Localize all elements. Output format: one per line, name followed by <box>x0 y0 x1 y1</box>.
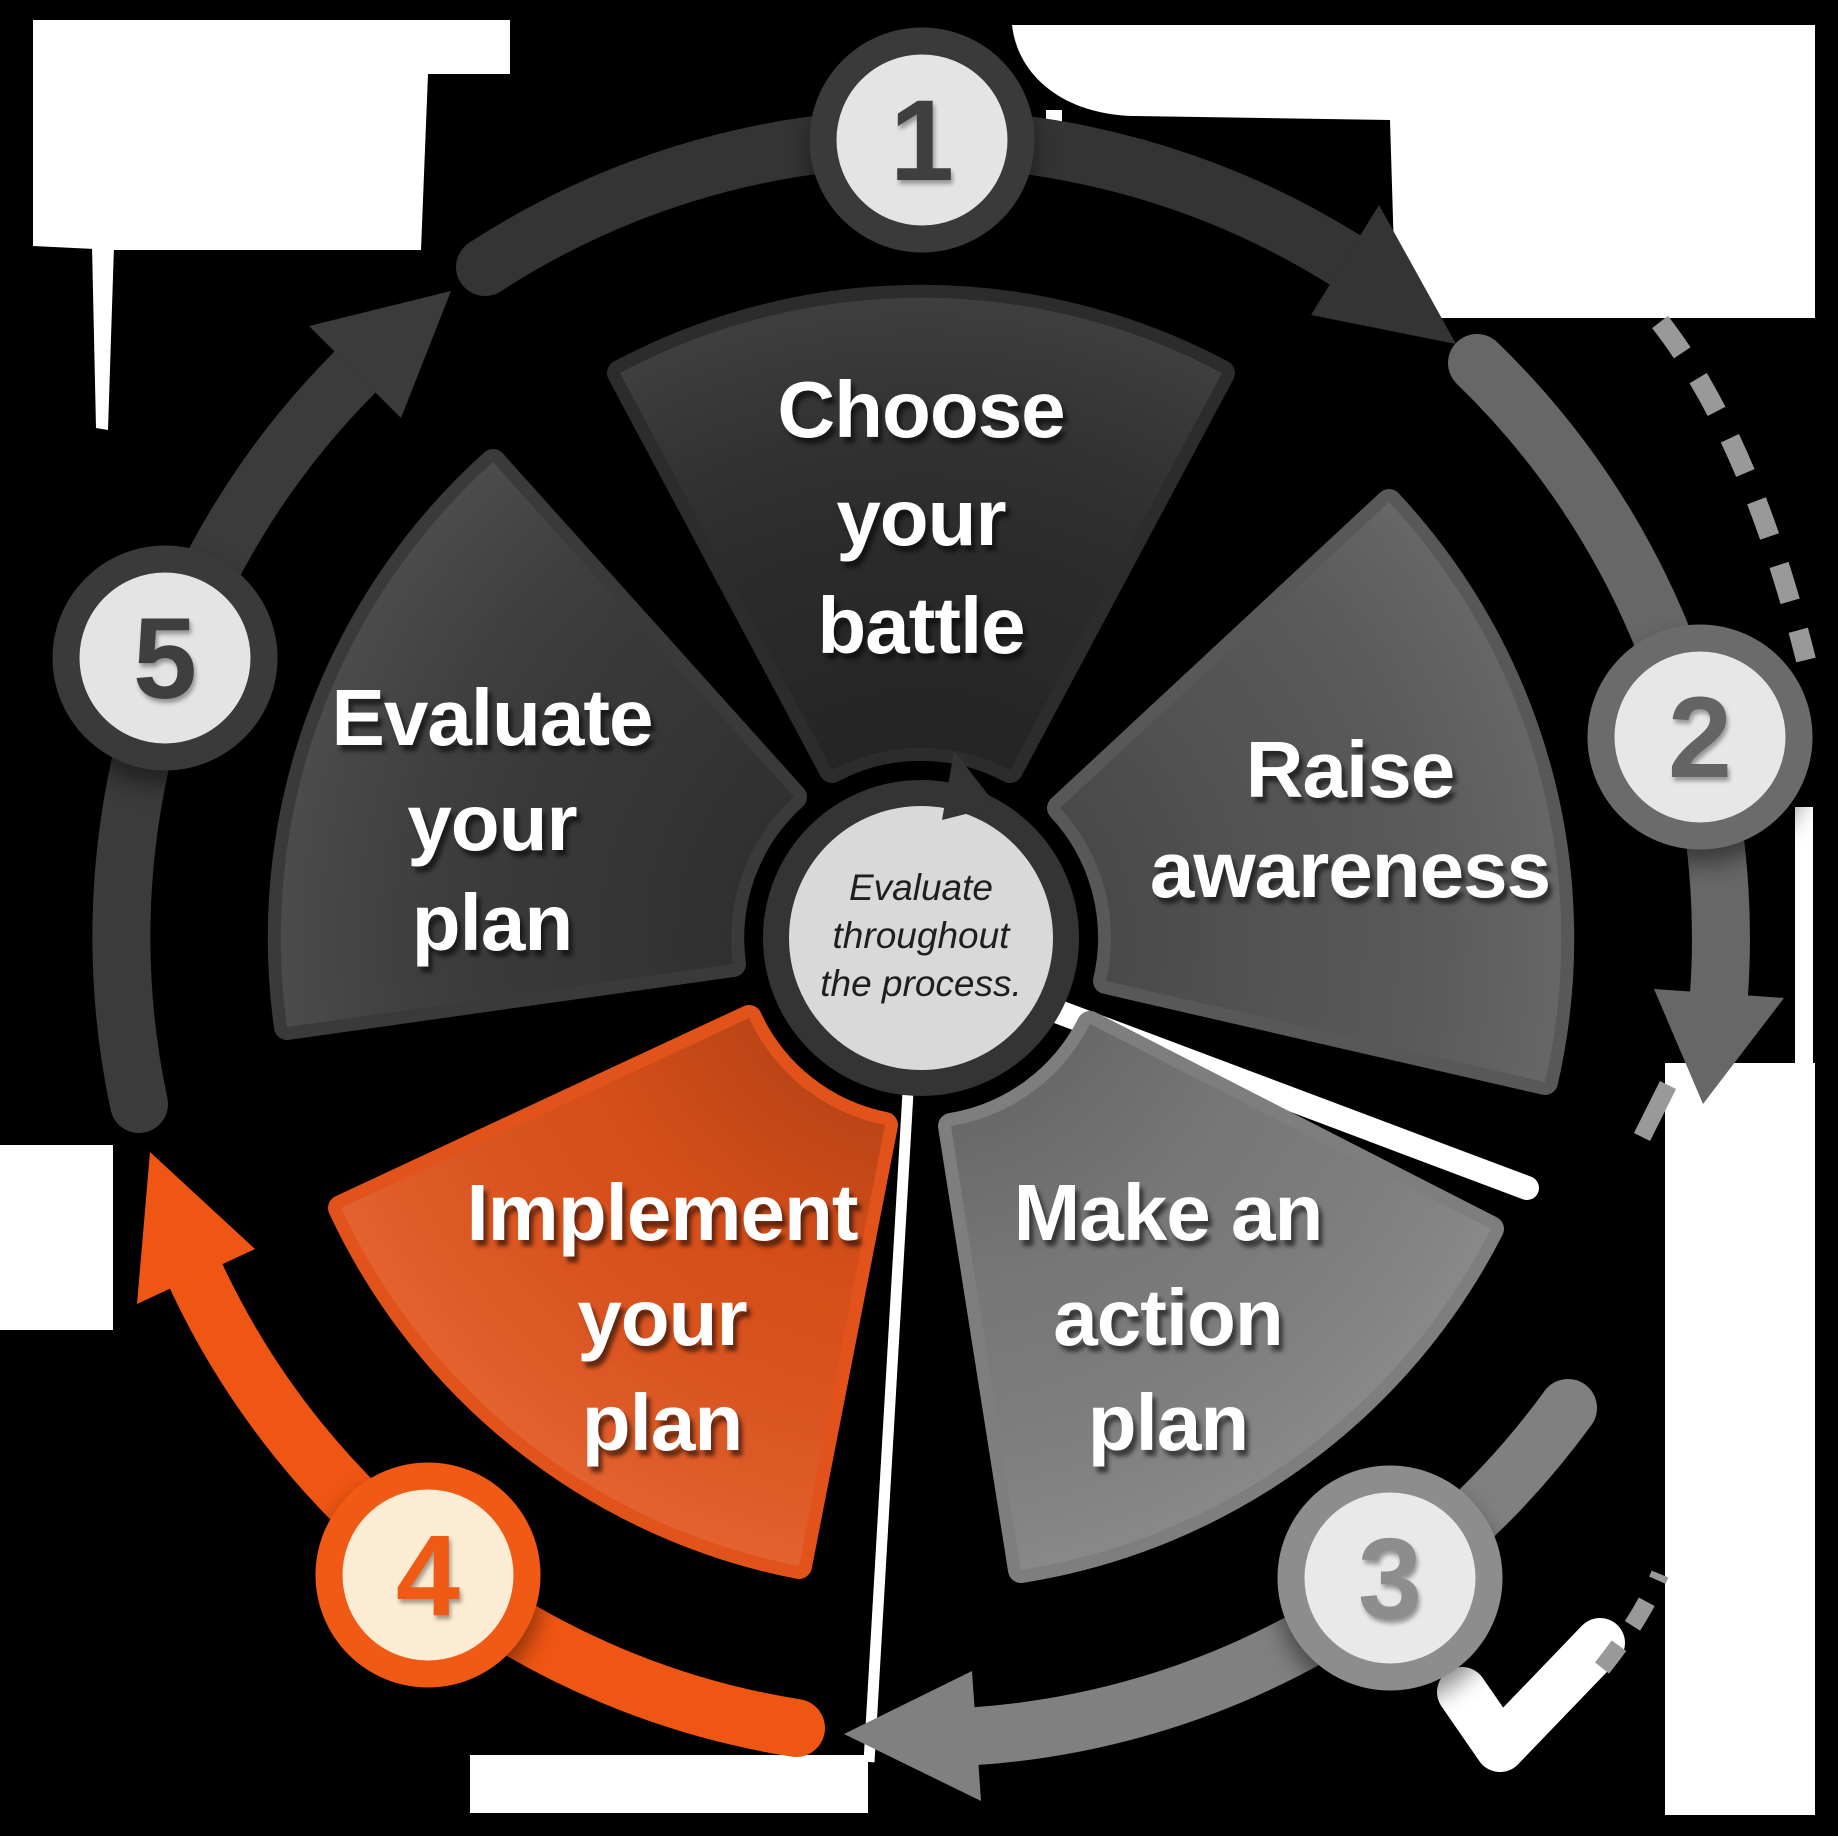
step-label-line: your <box>407 778 576 867</box>
badge-circle-2 <box>1587 624 1813 850</box>
center-hub: Evaluate throughout the process. <box>763 751 1079 1096</box>
step-label-line: Implement <box>466 1168 857 1257</box>
step-label-line: Choose <box>777 365 1064 454</box>
step-label-line: Make an <box>1014 1168 1323 1257</box>
step-badge-5: 5 <box>52 545 278 771</box>
step-badge-4: 4 <box>315 1462 541 1688</box>
dashed-arc-bottom-right <box>1594 1570 1669 1674</box>
step-label-line: plan <box>412 878 572 967</box>
center-text-line: Evaluate <box>849 867 993 908</box>
white-smudge-top-left <box>33 20 510 250</box>
step-number-3: 3 <box>1358 1515 1422 1643</box>
step-label-2: Raise awareness <box>1150 725 1551 914</box>
center-text-line: throughout <box>833 915 1012 956</box>
step-label-line: your <box>577 1273 746 1362</box>
step-label-5: Evaluate your plan <box>331 673 653 967</box>
step-badge-1: 1 <box>809 27 1035 253</box>
dashed-arc-top-right <box>1652 315 1816 663</box>
refresh-arrow-icon <box>942 751 997 820</box>
arrowhead-3-4-icon <box>844 1671 981 1801</box>
white-column-bottom-right <box>1665 1063 1815 1815</box>
step-label-1: Choose your battle <box>777 365 1065 670</box>
step-label-line: Evaluate <box>331 673 652 762</box>
badge-circle-1 <box>809 27 1035 253</box>
label-group: Choose your battle Raise awareness Make … <box>331 365 1551 1467</box>
white-smudge-top-left-streak <box>92 246 114 430</box>
step-badge-3: 3 <box>1277 1465 1503 1691</box>
step-number-4: 4 <box>396 1512 460 1640</box>
badge-circle-5 <box>52 545 278 771</box>
step-label-line: plan <box>1088 1378 1248 1467</box>
step-number-5: 5 <box>133 595 197 723</box>
step-label-line: action <box>1053 1273 1283 1362</box>
step-number-2: 2 <box>1668 674 1732 802</box>
step-label-line: your <box>836 473 1005 562</box>
step-label-3: Make an action plan <box>1014 1168 1324 1467</box>
step-label-line: battle <box>817 581 1024 670</box>
white-smudge-top-right <box>1012 25 1815 318</box>
step-badge-2: 2 <box>1587 624 1813 850</box>
arrowhead-5-1-icon <box>309 291 451 418</box>
step-label-4: Implement your plan <box>466 1168 858 1467</box>
dashed-arc-fragment <box>1633 1080 1677 1142</box>
center-circle <box>763 780 1079 1096</box>
badge-circle-4 <box>315 1462 541 1688</box>
arrowhead-1-2-icon <box>1311 205 1456 344</box>
white-patch-left <box>0 1145 113 1330</box>
dashed-arc-group <box>1594 315 1816 1674</box>
white-checkmark-icon <box>1437 1618 1625 1772</box>
badge-group: 1 2 3 4 5 <box>52 27 1813 1691</box>
center-text-line: the process. <box>820 963 1022 1004</box>
arrowhead-2-3-icon <box>1654 989 1784 1104</box>
step-label-line: Raise <box>1246 725 1454 814</box>
badge-circle-3 <box>1277 1465 1503 1691</box>
step-label-line: awareness <box>1150 825 1550 914</box>
step-number-1: 1 <box>890 77 954 205</box>
step-label-line: plan <box>582 1378 742 1467</box>
arrowhead-4-5-icon <box>137 1152 255 1304</box>
white-artifact-group <box>0 20 1815 1815</box>
white-strip-bottom <box>470 1755 868 1813</box>
white-gap-line <box>863 1074 915 1763</box>
